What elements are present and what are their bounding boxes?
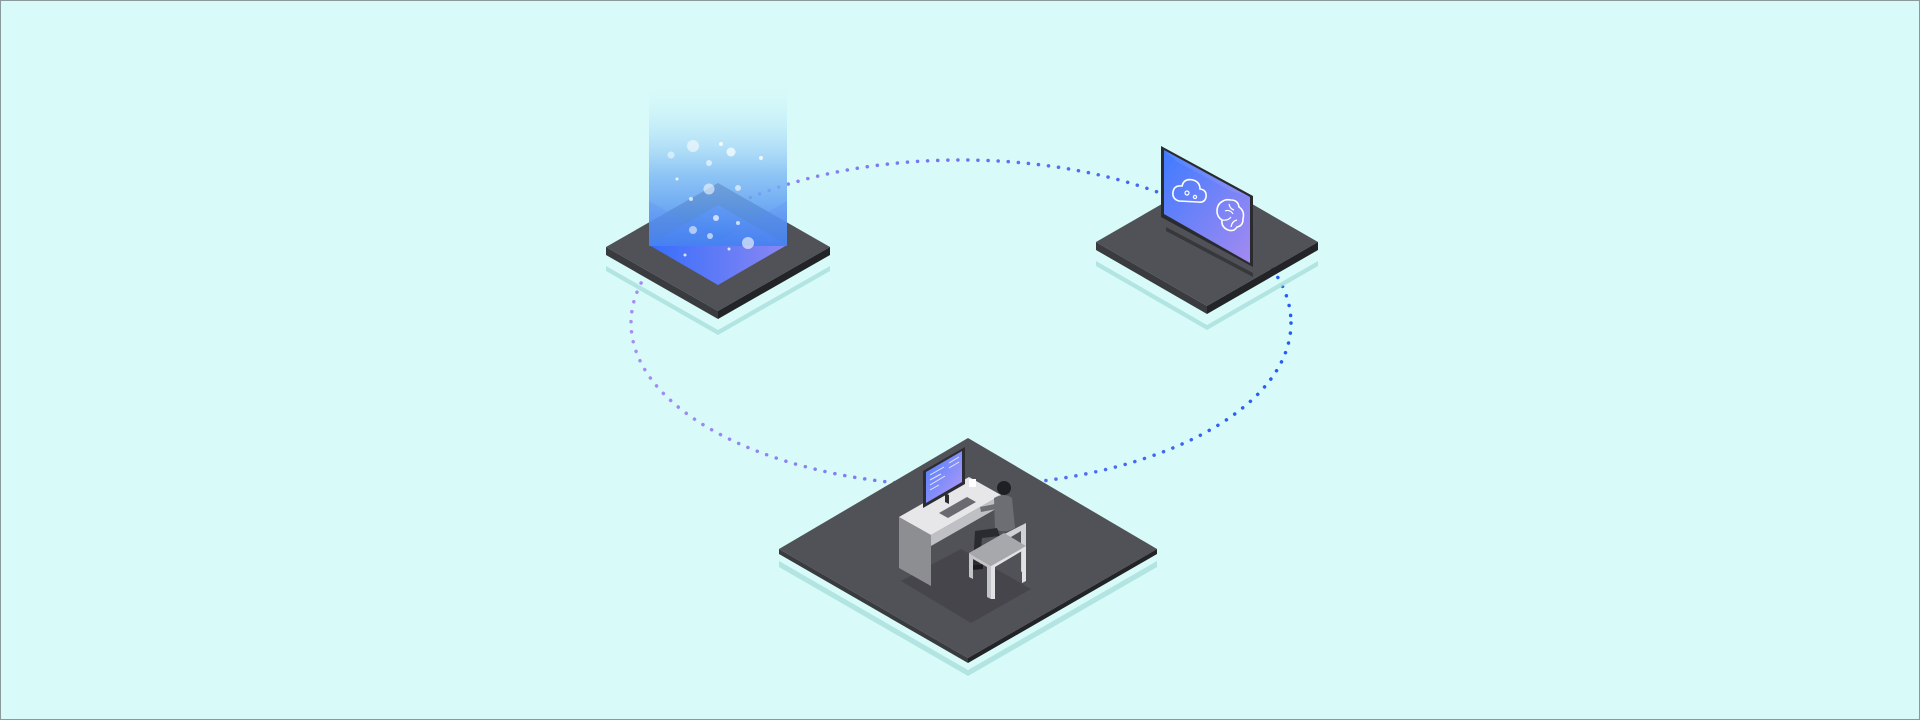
ai-screen-icon (1161, 146, 1253, 267)
developer-workstation-icon (899, 447, 1031, 623)
data-platform (606, 86, 830, 335)
connection-ring (629, 158, 1293, 488)
data-beam-icon (649, 86, 787, 285)
platform-top (779, 438, 1157, 658)
developer-platform (779, 438, 1157, 676)
ai-platform (1096, 146, 1318, 330)
